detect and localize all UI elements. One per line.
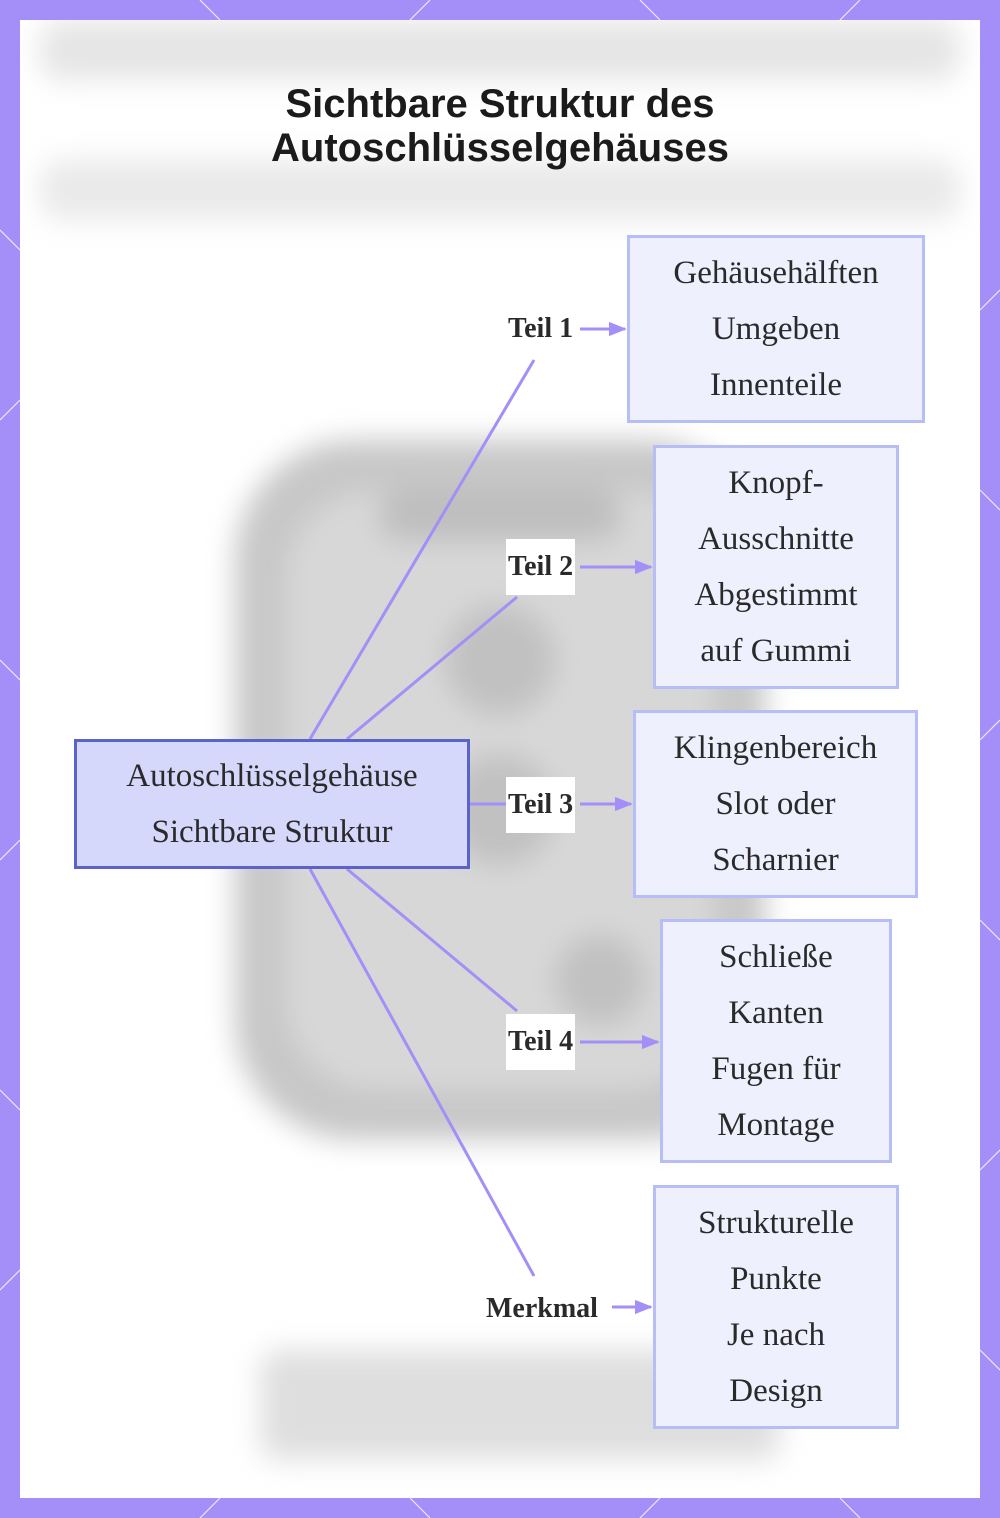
node-line: Abgestimmt: [694, 577, 858, 613]
title-line: Autoschlüsselgehäuses: [271, 126, 729, 170]
node-line: Kanten: [728, 995, 824, 1031]
node-line: Innenteile: [710, 367, 842, 403]
edge-line-teil-4: [346, 867, 518, 1013]
root-node: Autoschlüsselgehäuse Sichtbare Struktur: [74, 739, 470, 869]
edge-line-merkmal: [308, 868, 536, 1277]
node-line: Strukturelle: [698, 1205, 854, 1241]
edge-label-teil-3: Teil 3: [506, 777, 576, 833]
node-line: Je nach: [726, 1317, 826, 1353]
branch-node-merkmal: Strukturelle Punkte Je nach Design: [653, 1185, 899, 1429]
node-line: Montage: [717, 1107, 835, 1143]
branch-node-teil-4: Schließe Kanten Fugen für Montage: [660, 919, 892, 1163]
edge-line-teil-1: [308, 359, 536, 740]
node-line: Schließe: [719, 939, 833, 975]
node-line: auf Gummi: [700, 633, 852, 669]
edge-label-teil-2: Teil 2: [506, 539, 576, 595]
edge-label-teil-4: Teil 4: [506, 1014, 576, 1070]
edge-label-merkmal: Merkmal: [486, 1293, 598, 1324]
node-line: Design: [729, 1373, 823, 1409]
node-line: Gehäusehälften: [673, 255, 879, 291]
node-line: Slot oder: [715, 786, 836, 822]
node-line: Klingenbereich: [673, 730, 878, 766]
car-key-background-image: [40, 20, 960, 1460]
diagram-edges: [308, 321, 660, 1315]
diagram-title: Sichtbare Struktur des Autoschlüsselgehä…: [20, 82, 980, 170]
node-line: Fugen für: [711, 1051, 841, 1087]
branch-node-teil-1: Gehäusehälften Umgeben Innenteile: [627, 235, 925, 423]
node-line: Scharnier: [712, 842, 839, 878]
node-line: Umgeben: [711, 311, 841, 347]
root-node-line: Autoschlüsselgehäuse: [126, 758, 418, 794]
node-line: Punkte: [730, 1261, 822, 1297]
branch-node-teil-2: Knopf- Ausschnitte Abgestimmt auf Gummi: [653, 445, 899, 689]
edge-label-teil-1: Teil 1: [508, 313, 574, 344]
branch-node-teil-3: Klingenbereich Slot oder Scharnier: [633, 710, 918, 898]
edge-line-teil-2: [346, 595, 518, 741]
node-line: Knopf-: [728, 465, 824, 501]
diagram-panel: Sichtbare Struktur des Autoschlüsselgehä…: [20, 20, 980, 1498]
node-line: Ausschnitte: [698, 521, 854, 557]
root-node-line: Sichtbare Struktur: [151, 814, 393, 850]
title-line: Sichtbare Struktur des: [285, 82, 715, 126]
